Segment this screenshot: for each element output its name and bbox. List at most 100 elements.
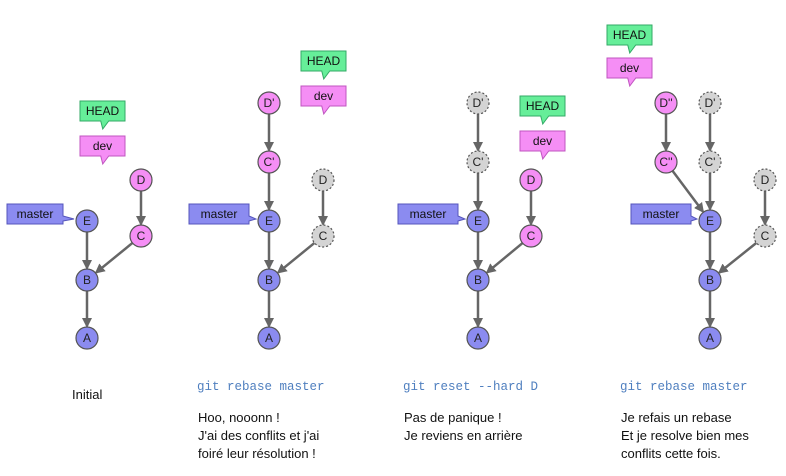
panel-3-commit-dp-circle [466,91,490,115]
panel-3-commit-d-circle [519,168,543,192]
panel-3-commit-c: C [519,224,543,248]
panel-4-commit-a: A [698,326,722,350]
panel-4-commit-dp-label: D' [705,96,716,110]
panel-3-commit-d: D [519,168,543,192]
panel-3-commit-dp: D' [466,91,490,115]
panel-1-commit-e-label: E [83,214,91,228]
panel-3-commit-cp-label: C' [473,155,484,169]
panel-2-commit-c-circle [311,224,335,248]
panel-3-commit-dp-label: D' [473,96,484,110]
panel-4-commit-cpp-circle [654,150,678,174]
panel-3-tag-head: HEAD [519,95,566,126]
panel-2-commit-e-label: E [265,214,273,228]
panel-1-commit-a: A [75,326,99,350]
panel-2-tag-dev: dev [300,85,347,116]
panel-4-commit-c-label: C [761,229,770,243]
panel-3-commit-b-label: B [474,273,482,287]
panel-4-commit-d: D [753,168,777,192]
panel-4-tag-head-shape [606,24,653,55]
panel-1-commit-d-label: D [137,173,146,187]
panel-3-tag-dev-shape [519,130,566,161]
panel-3-tag-dev: dev [519,130,566,161]
panel-1-tag-dev-shape [79,135,126,166]
panel-2-tag-master: master [188,203,258,225]
panel-4-commit-cp-circle [698,150,722,174]
panel-2-commit-dp-label: D' [264,96,275,110]
panel-4-commit-cp: C' [698,150,722,174]
panel-4-edge-cpp-to-e [671,170,705,213]
panel-2-commit-dp: D' [257,91,281,115]
panel-1-tag-master: master [6,203,75,225]
panel-4-caption-line-1: Je refais un rebase [621,410,732,425]
panel-2-commit-b-circle [257,268,281,292]
panel-4-commit-c-circle [753,224,777,248]
panel-1-tag-head-label: HEAD [86,104,120,118]
panel-3-commit-a-circle [466,326,490,350]
panel-2-caption-line-3: foiré leur résolution ! [198,446,316,461]
panel-4-commit-d-label: D [761,173,770,187]
panel-1-commit-c-circle [129,224,153,248]
panel-2-tag-head-shape [300,50,347,81]
panel-4-commit-e-circle [698,209,722,233]
panel-1-caption: Initial [72,386,102,404]
panel-3-caption-line-1: Pas de panique ! [404,410,502,425]
panel-4-tag-dev-label: dev [620,61,639,75]
panel-3-tag-dev-label: dev [533,134,552,148]
edges-layer [82,114,770,328]
panel-3-commit-e-label: E [474,214,482,228]
panel-1-commit-c: C [129,224,153,248]
panel-2-commit-a-label: A [265,331,273,345]
panel-4-tag-master-label: master [643,207,680,221]
panel-2-commit-d: D [311,168,335,192]
panel-3-commit-cp-circle [466,150,490,174]
panel-2-commit-e-circle [257,209,281,233]
tags-layer: masterdevHEADmasterdevHEADmasterdevHEADm… [6,24,699,225]
panel-1-commit-b: B [75,268,99,292]
panel-3-tag-master-shape [397,203,467,225]
panel-1-tag-dev-label: dev [93,139,112,153]
panel-1-commit-d: D [129,168,153,192]
panel-2-commit-c-label: C [319,229,328,243]
panel-3-tag-master: master [397,203,467,225]
panel-4-commit-dp: D' [698,91,722,115]
panel-4-commit-b-label: B [706,273,714,287]
panel-2-tag-head: HEAD [300,50,347,81]
panel-4-caption: Je refais un rebase Et je resolve bien m… [621,409,749,463]
panel-4-commit-dpp-label: D'' [659,96,672,110]
panel-2-commit-cp: C' [257,150,281,174]
panel-4-tag-dev-shape [606,57,653,88]
panel-3-commit-a: A [466,326,490,350]
panel-2-command: git rebase master [197,380,325,394]
panel-1-commit-a-label: A [83,331,91,345]
panel-4-caption-line-2: Et je resolve bien mes [621,428,749,443]
panel-4-commit-cp-label: C' [705,155,716,169]
panel-2-commit-d-circle [311,168,335,192]
panel-4-commit-e: E [698,209,722,233]
panel-3-tag-head-shape [519,95,566,126]
panel-2-caption-line-1: Hoo, nooonn ! [198,410,280,425]
panel-3-commit-e-circle [466,209,490,233]
panel-1-commit-d-circle [129,168,153,192]
panel-4-tag-dev: dev [606,57,653,88]
panel-4-commit-cpp-label: C'' [659,155,672,169]
panel-4-tag-master-shape [630,203,699,225]
panel-2-commit-dp-circle [257,91,281,115]
panel-2-tag-master-label: master [201,207,238,221]
panel-4-commit-e-label: E [706,214,714,228]
panel-1-commit-b-circle [75,268,99,292]
panel-4-commit-dp-circle [698,91,722,115]
panel-4-commit-dpp: D'' [654,91,678,115]
panel-4-commit-b: B [698,268,722,292]
panel-4-caption-line-3: conflits cette fois. [621,446,721,461]
panel-4-commit-c: C [753,224,777,248]
panel-2-tag-dev-shape [300,85,347,116]
panel-4-commit-cpp: C'' [654,150,678,174]
panel-3-commit-a-label: A [474,331,482,345]
panel-1-tag-master-label: master [17,207,54,221]
panel-1-tag-master-shape [6,203,75,225]
panel-1-caption-line-1: Initial [72,387,103,402]
panel-1-commit-e: E [75,209,99,233]
panel-2-edge-c-to-b [276,241,316,274]
